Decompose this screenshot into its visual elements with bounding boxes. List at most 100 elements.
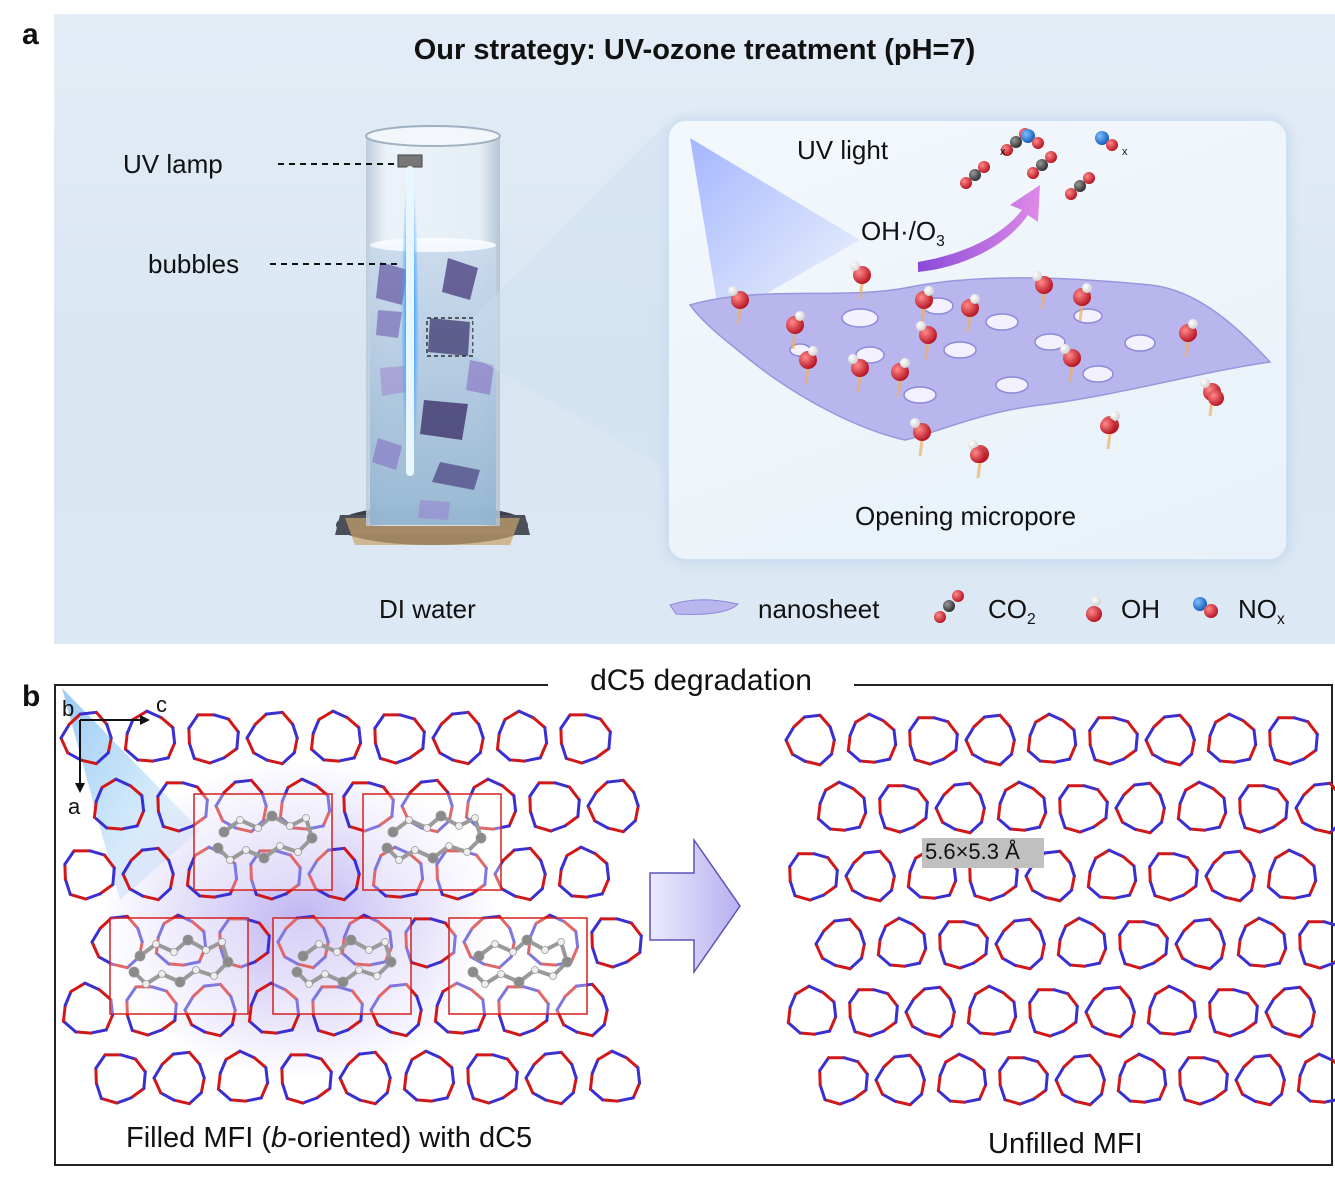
framework-ring [784, 713, 836, 767]
legend-co2-label: CO2 [988, 594, 1036, 629]
co2-legend-icon [934, 590, 964, 623]
framework-ring [994, 917, 1046, 971]
opening-micropore-label: Opening micropore [855, 501, 1077, 531]
uv-beam [690, 138, 860, 320]
framework-ring [938, 920, 989, 970]
purple-haze [100, 760, 500, 1080]
framework-ring [61, 981, 115, 1035]
framework-ring [1114, 781, 1166, 835]
framework-ring [402, 1049, 456, 1103]
framework-ring [497, 985, 550, 1037]
framework-ring [936, 1052, 988, 1104]
framework-ring [1204, 849, 1256, 903]
framework-ring [1058, 784, 1109, 834]
oh-molecule [728, 286, 749, 325]
framework-ring [1146, 984, 1198, 1036]
framework-ring [590, 917, 643, 969]
framework-ring [964, 713, 1016, 767]
nanosheet-surface [688, 277, 1272, 441]
dc5-molecule [467, 934, 573, 988]
legend-icons [669, 590, 1218, 623]
legend-oh-label: OH [1121, 594, 1160, 624]
framework-ring [94, 1053, 147, 1105]
molecules [728, 128, 1224, 479]
framework-ring [1236, 916, 1288, 968]
oh-o3-label: OH·/O3 [861, 216, 945, 251]
oh-molecule [1032, 271, 1053, 310]
axis-indicator [75, 715, 150, 793]
framework-ring [1176, 780, 1228, 832]
framework-ring [874, 1053, 926, 1107]
framework-ring [311, 985, 364, 1037]
oh-molecule [1060, 344, 1081, 383]
legend-nox-label: NOx [1238, 594, 1285, 629]
framework-ring [121, 846, 175, 902]
co2-molecule [1027, 151, 1057, 179]
panel-a-title: Our strategy: UV-ozone treatment (pH=7) [413, 34, 976, 66]
framework-ring [555, 982, 609, 1038]
framework-ring [63, 849, 116, 901]
axis-c-label: c [156, 692, 167, 717]
framework-ring [1234, 1053, 1286, 1107]
dc5-box [448, 917, 588, 1015]
oh-molecule [891, 358, 910, 397]
dc5-molecule [128, 934, 234, 988]
oh-molecule [850, 261, 871, 300]
framework-ring [1206, 712, 1258, 764]
oh-legend-icon [1086, 596, 1102, 622]
pore-size-badge-bg [922, 838, 1044, 868]
panel-b-title: dC5 degradation [548, 664, 854, 698]
right-caption: Unfilled MFI [988, 1128, 1143, 1160]
di-water-label: DI water [379, 594, 476, 624]
framework-ring [373, 713, 426, 765]
framework-ring [908, 716, 959, 766]
framework-ring [786, 984, 838, 1036]
framework-ring [59, 710, 113, 766]
framework-ring [495, 709, 549, 763]
framework-ring [1086, 848, 1138, 900]
axis-a-label: a [68, 794, 81, 819]
mfi-framework-unfilled [784, 712, 1335, 1107]
framework-ring [1056, 916, 1108, 968]
oh-molecule [799, 346, 818, 385]
nox-legend-icon [1193, 597, 1218, 618]
axis-b-label: b [62, 696, 75, 721]
uv-light-label: UV light [797, 135, 889, 165]
framework-ring [1116, 1052, 1168, 1104]
framework-ring [788, 852, 839, 902]
uv-lamp-label: UV lamp [123, 149, 223, 179]
nox-molecule [1095, 131, 1118, 151]
oh-molecule [1073, 283, 1092, 322]
framework-ring [1208, 988, 1259, 1038]
framework-ring [307, 846, 361, 902]
framework-ring [1296, 1052, 1335, 1104]
framework-ring [92, 777, 146, 831]
oxygen-atom [970, 447, 986, 463]
framework-ring [528, 781, 581, 833]
dc5-molecule-boxes [109, 793, 588, 1015]
framework-ring [966, 984, 1018, 1036]
oh-molecule [1179, 319, 1198, 358]
oxygen-atom [1100, 418, 1116, 434]
dc5-molecule [212, 810, 318, 864]
framework-ring [998, 1056, 1049, 1106]
dc5-box [272, 917, 412, 1015]
framework-ring [123, 709, 177, 763]
framework-ring [247, 981, 301, 1035]
framework-ring [557, 845, 611, 899]
framework-ring [1266, 848, 1318, 900]
x-subscript-1: x [1000, 146, 1006, 158]
framework-ring [1238, 784, 1289, 834]
framework-ring [588, 1049, 642, 1103]
framework-ring [1028, 988, 1079, 1038]
x-subscript-2: x [1122, 146, 1128, 158]
framework-ring [183, 982, 237, 1038]
framework-ring [371, 845, 425, 899]
oh-molecule [961, 294, 980, 333]
oh-molecule [910, 418, 931, 457]
framework-ring [526, 913, 580, 967]
framework-ring [1054, 1053, 1106, 1107]
framework-ring [1174, 917, 1226, 971]
panel-b-letter: b [22, 680, 41, 713]
framework-ring [844, 849, 896, 903]
